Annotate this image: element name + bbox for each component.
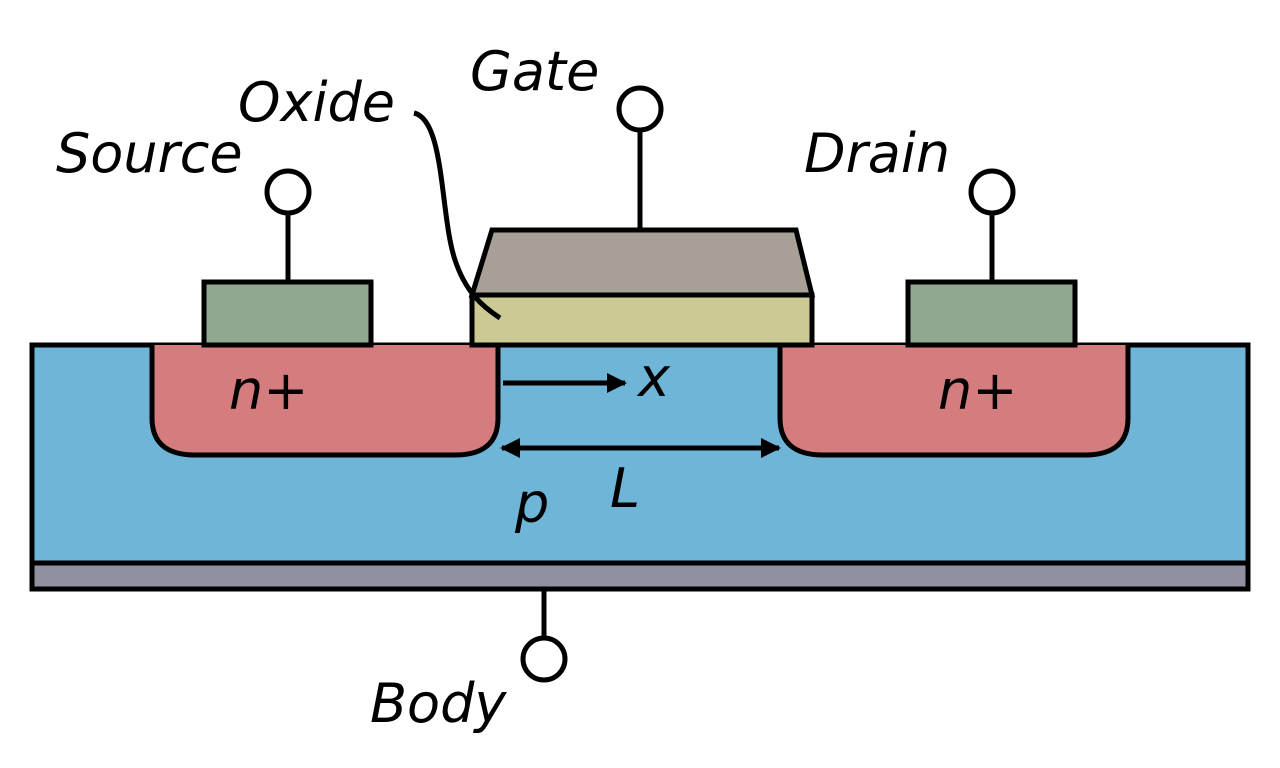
x-axis-label: x xyxy=(636,346,671,409)
source-terminal xyxy=(264,168,312,282)
oxide-layer xyxy=(469,292,815,348)
p-region-label: p xyxy=(514,472,549,535)
body-terminal xyxy=(520,589,568,683)
body-contact-layer xyxy=(29,560,1251,592)
oxide-label: Oxide xyxy=(238,71,395,134)
source-contact xyxy=(201,279,374,348)
drain-terminal xyxy=(968,168,1016,282)
gate-terminal xyxy=(616,85,664,230)
gate-label: Gate xyxy=(470,40,599,103)
body-label: Body xyxy=(370,672,507,735)
source-label: Source xyxy=(56,122,243,185)
gate-electrode xyxy=(468,227,816,298)
oxide-leader-line xyxy=(413,110,502,321)
n-plus-right-label: n+ xyxy=(938,359,1017,422)
drain-label: Drain xyxy=(804,122,950,185)
channel-length-label: L xyxy=(610,457,640,520)
n-plus-region-source xyxy=(149,345,501,458)
n-plus-left-label: n+ xyxy=(229,359,308,422)
n-plus-region-drain xyxy=(777,345,1131,458)
drain-contact xyxy=(905,279,1078,348)
